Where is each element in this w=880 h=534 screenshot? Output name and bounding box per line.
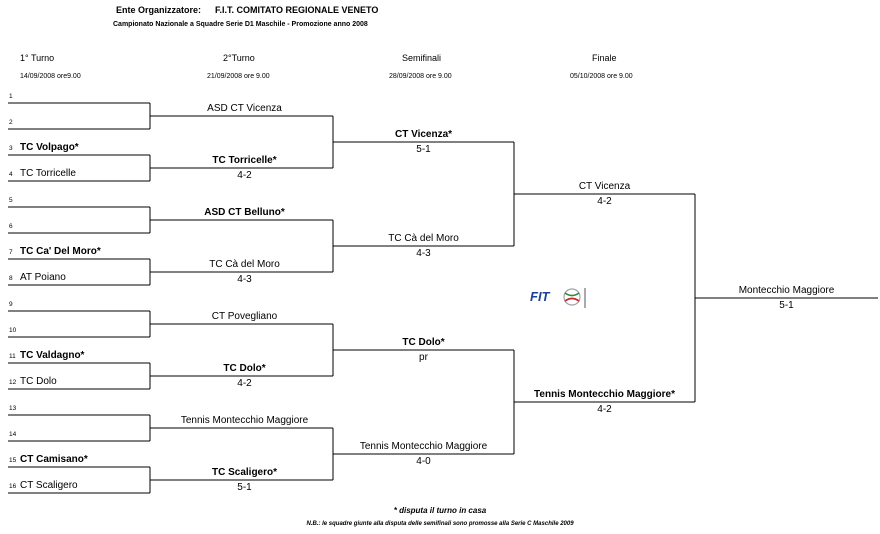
slot-number: 11 (9, 353, 16, 360)
winner-team: Montecchio Maggiore (738, 285, 835, 296)
round-2-score: 5-1 (237, 482, 252, 493)
semifinal-score: pr (419, 352, 428, 363)
round-2-score: 4-3 (237, 274, 252, 285)
round-1-team: TC Ca' Del Moro* (20, 246, 101, 257)
round-2-date: 21/09/2008 ore 9.00 (207, 73, 270, 80)
round-2-team: ASD CT Vicenza (207, 103, 282, 114)
semifinal-team: TC Dolo* (402, 337, 445, 348)
slot-number: 8 (9, 275, 13, 282)
semifinal-score: 4-3 (416, 248, 431, 259)
round-2-score: 4-2 (237, 170, 252, 181)
semifinal-score: 4-0 (416, 456, 431, 467)
promotion-note: N.B.: le squadre giunte alla disputa del… (306, 521, 574, 527)
round-1-team: TC Dolo (20, 376, 57, 387)
round-4-title: Finale (592, 53, 617, 63)
round-2-team: Tennis Montecchio Maggiore (180, 415, 309, 426)
round-2-score: 4-2 (237, 378, 252, 389)
semifinal-score: 5-1 (416, 144, 431, 155)
slot-number: 10 (9, 327, 17, 334)
slot-number: 15 (9, 457, 17, 464)
round-1-team: CT Scaligero (20, 480, 78, 491)
round-1-team: TC Volpago* (20, 142, 79, 153)
slot-number: 13 (9, 405, 17, 412)
final-team: Tennis Montecchio Maggiore* (534, 389, 675, 400)
fit-logo: FIT (529, 286, 589, 310)
slot-number: 14 (9, 431, 17, 438)
round-1-date: 14/09/2008 ore9.00 (20, 73, 81, 80)
organizer-name: F.I.T. COMITATO REGIONALE VENETO (215, 5, 379, 15)
round-3-title: Semifinali (402, 53, 442, 63)
slot-number: 16 (9, 483, 17, 490)
round-1-team: TC Valdagno* (20, 350, 85, 361)
final-team: CT Vicenza (578, 181, 631, 192)
home-note: * disputa il turno in casa (393, 506, 487, 515)
slot-number: 2 (9, 119, 13, 126)
slot-number: 5 (9, 197, 13, 204)
slot-number: 3 (9, 145, 13, 152)
round-2-team: TC Dolo* (223, 363, 266, 374)
slot-number: 9 (9, 301, 13, 308)
round-2-team: ASD CT Belluno* (204, 207, 285, 218)
final-score: 4-2 (597, 404, 612, 415)
championship-subtitle: Campionato Nazionale a Squadre Serie D1 … (113, 21, 368, 28)
semifinal-team: Tennis Montecchio Maggiore (359, 441, 488, 452)
round-1-team: CT Camisano* (20, 454, 88, 465)
organizer-label: Ente Organizzatore: (116, 5, 202, 15)
round-2-title: 2°Turno (223, 53, 255, 63)
round-2-team: TC Cà del Moro (209, 259, 280, 270)
semifinal-team: TC Cà del Moro (388, 233, 459, 244)
slot-number: 4 (9, 171, 13, 178)
winner-score: 5-1 (779, 300, 794, 311)
slot-number: 7 (9, 249, 13, 256)
logo-text: FIT (530, 289, 551, 304)
semifinal-team: CT Vicenza* (394, 129, 453, 140)
final-score: 4-2 (597, 196, 612, 207)
slot-number: 1 (9, 93, 13, 100)
slot-number: 6 (9, 223, 13, 230)
round-1-title: 1° Turno (20, 53, 55, 63)
round-2-team: TC Scaligero* (211, 467, 278, 478)
slot-number: 12 (9, 379, 17, 386)
round-4-date: 05/10/2008 ore 9.00 (570, 73, 633, 80)
round-3-date: 28/09/2008 ore 9.00 (389, 73, 452, 80)
round-2-team: CT Povegliano (211, 311, 278, 322)
round-1-team: AT Poiano (20, 272, 66, 283)
round-1-team: TC Torricelle (20, 168, 76, 179)
round-2-team: TC Torricelle* (212, 155, 277, 166)
